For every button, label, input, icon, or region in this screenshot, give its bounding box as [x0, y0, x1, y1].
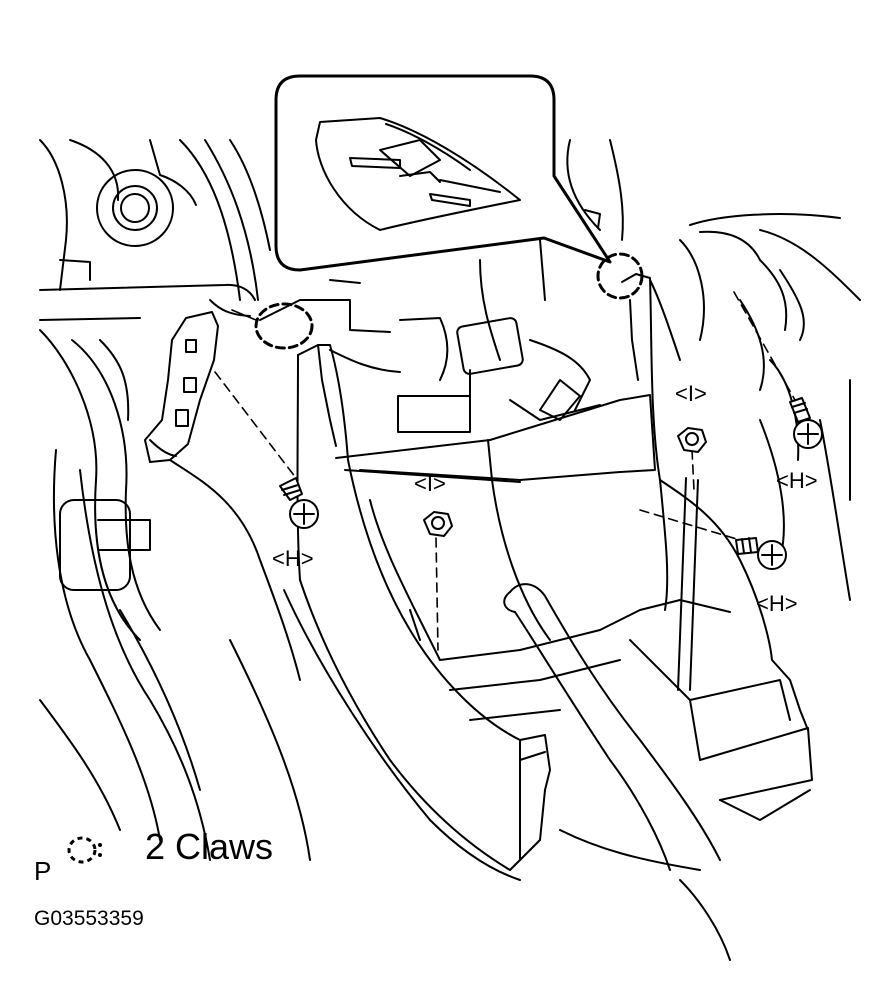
screw-h-left	[279, 477, 319, 529]
center-top-components	[259, 239, 591, 433]
dashed-circle-icon	[67, 836, 102, 864]
screw-h-right-lower	[735, 537, 787, 570]
left-hoses	[39, 329, 211, 861]
label-h-right-upper: <H>	[776, 468, 818, 493]
figure-id: G03553359	[34, 907, 144, 930]
label-i-center: <I>	[414, 471, 446, 496]
nut-i-center	[423, 511, 453, 537]
center-console	[229, 273, 813, 881]
legend-letter: P	[34, 856, 52, 886]
vertical-rod	[677, 477, 699, 691]
label-h-right-lower: <H>	[756, 591, 798, 616]
legend-text: 2 Claws	[145, 826, 274, 867]
claw-pointer-line	[231, 309, 257, 321]
claw-circle-left	[254, 302, 314, 350]
fastener-leader-lines	[214, 291, 796, 651]
claw-circle-right	[596, 252, 644, 300]
label-i-right: <I>	[675, 381, 707, 406]
dashboard-outline-left	[39, 139, 271, 321]
left-side-bracket	[144, 311, 301, 681]
shift-cable	[503, 583, 731, 961]
label-h-left: <H>	[272, 546, 314, 571]
dashboard-outline-right	[566, 139, 861, 601]
nut-i-right	[677, 427, 707, 453]
claw-detail-inset	[274, 74, 612, 272]
screw-h-right-upper	[789, 397, 823, 449]
